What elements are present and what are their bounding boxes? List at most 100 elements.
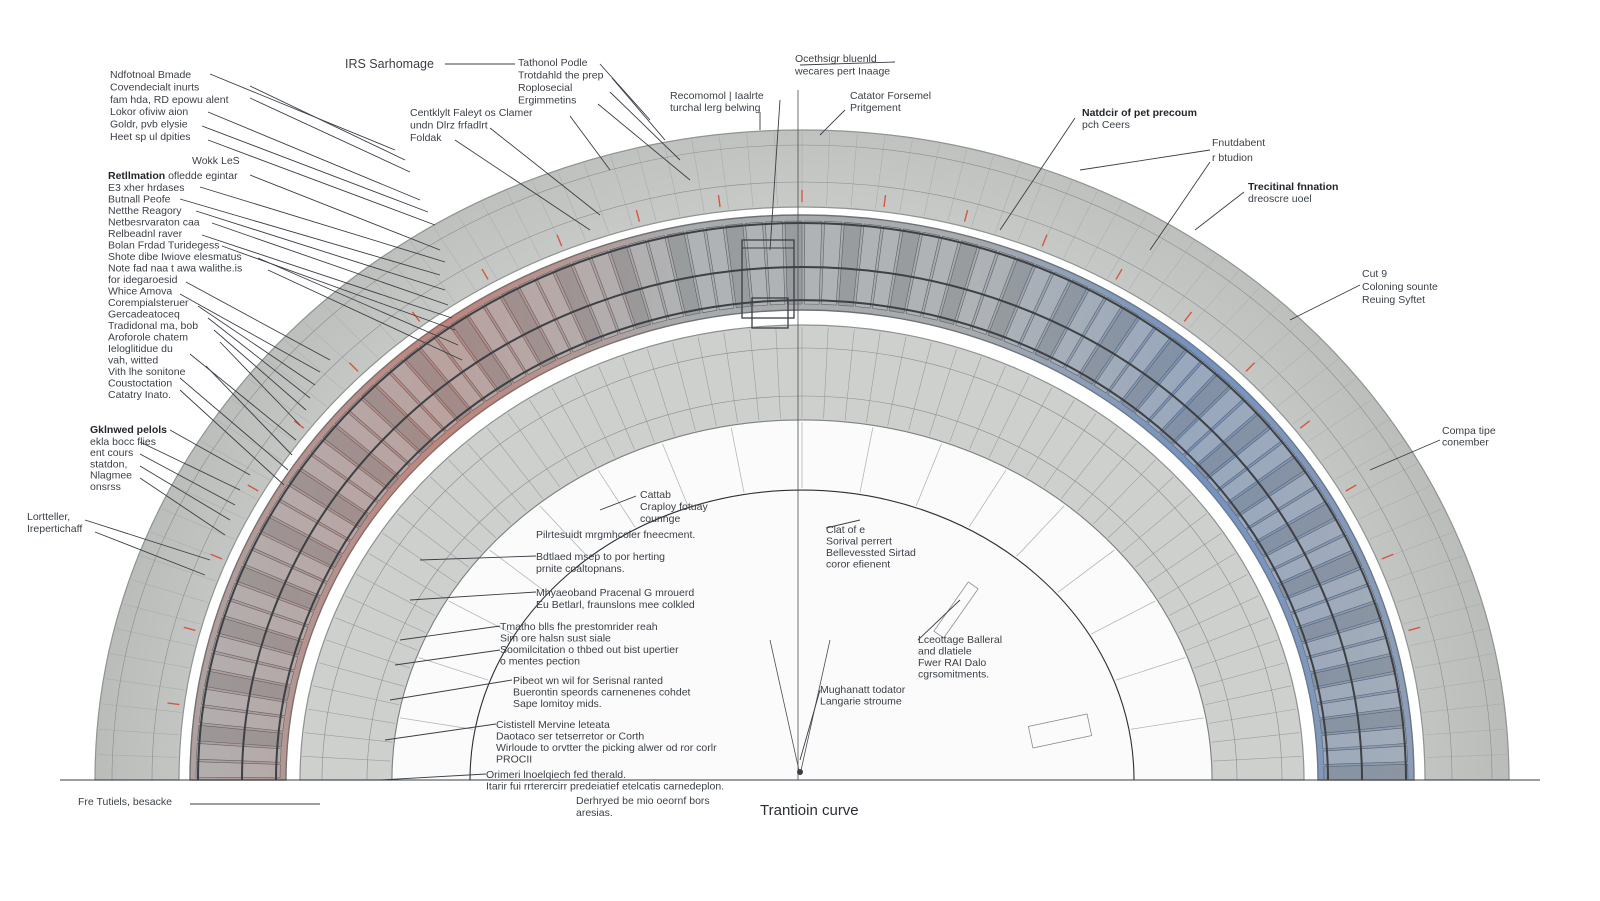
outer-tick [140,555,216,582]
outer-tick [161,508,235,540]
leader-line [384,723,497,741]
leader-line [195,210,446,291]
label-line: Itarir fui rrterercirr predeiatief etelc… [486,781,724,793]
label-line: PROCII [496,754,532,766]
label-line: Heet sp ul dpities [110,131,191,143]
leader-line [1194,191,1245,231]
core-mark-2 [933,581,979,639]
red-tick [210,553,223,560]
outer-tick [1307,398,1373,443]
band-tick [1186,617,1269,651]
leader-line [179,389,285,486]
ring-segment [467,304,527,384]
label-line: o mentes pection [500,656,580,668]
label-line: Tmatho blls fhe prestomrider reah [500,621,658,633]
band-tick [1061,427,1117,499]
label-line: Relbeadnl raver [108,228,183,240]
leader-line [249,97,411,173]
label-block-c8: Orimeri lnoelqiech fed therald.Itarir fu… [486,769,724,793]
label-line: Craploy fotuay [640,501,708,513]
band-tick [697,336,717,426]
core-radial [1057,549,1115,593]
label-line: Shote dibe Iwiove elesmatus [108,251,242,263]
ring-segment [1172,386,1245,456]
ring-segment [1217,441,1296,504]
red-tick [1299,420,1311,429]
band-tick [430,476,497,538]
red-tick [1115,268,1123,280]
core-inner-arc [469,489,1135,781]
red-tick [963,209,969,222]
leader-line [139,465,231,521]
outer-tick [664,144,681,217]
label-line: Mughanatt todator [820,684,906,696]
label-line: Tradidonal ma, bob [108,320,198,332]
outer-tick [826,132,830,206]
outer-tick [1128,227,1171,290]
leader-line [1149,161,1211,251]
band-tick [1147,533,1222,584]
label-line: Cististell Mervine leteata [496,719,610,731]
ring-segment [222,599,309,641]
outer-tick [387,255,435,315]
band-tick [413,494,483,553]
label-line: Sape lomitoy mids. [513,698,602,710]
ring-segment [310,439,389,502]
band-tick [1107,476,1174,538]
ring-segment [419,336,485,412]
ring-segment [518,278,572,360]
label-line: turchal lerg belwing [670,102,761,114]
outer-tick [610,156,633,227]
outer-tick [1419,678,1499,691]
leader-line [207,111,421,201]
label-line: Note fad naa t awa walithe.is [108,263,242,275]
outer-tick [850,133,858,207]
ring-segment [725,223,752,309]
label-line: Fwer RAI Dalo [918,657,986,669]
ring-segment [195,761,281,779]
red-tick [556,234,563,247]
ring-segment [971,251,1016,335]
ring-segment [922,235,960,321]
outer-tick [365,270,416,329]
label-line: prnite coaltopnans. [536,563,625,575]
red-tick [183,626,196,632]
label-line: Bellevessted Sirtad [826,547,916,559]
outer-tick [1085,202,1123,268]
outer-tick [123,603,201,625]
core-radial [1091,600,1156,635]
core-radial-lines [400,422,1204,730]
ring-segment [361,384,434,454]
ring-segment [1195,412,1271,479]
ring-segment [628,239,668,325]
band-tick [929,349,957,436]
outer-tick [433,227,476,290]
ring-segment [1093,316,1156,394]
ring-segment [686,228,718,314]
leader-line [185,281,331,361]
leader-line [999,117,1076,231]
outer-tick [875,136,886,210]
ring-segment [705,225,735,311]
outer-tick [1388,555,1464,582]
outer-tick [1426,754,1507,758]
outer-tick [899,139,913,213]
outer-tick [923,144,940,217]
inner-band-ticks [97,132,1507,762]
band-tick [622,356,655,443]
leader-line [179,293,321,373]
label-line: Goldr, pvb elysie [110,119,188,131]
ring-segment [1079,306,1140,385]
label-line: Sorival perrert [826,536,892,548]
guide-arc [151,181,1453,781]
band-tick [749,329,760,421]
outer-tick [557,171,586,241]
ring-segment [987,257,1035,341]
outer-tick [248,378,312,425]
band-tick [1213,755,1302,762]
